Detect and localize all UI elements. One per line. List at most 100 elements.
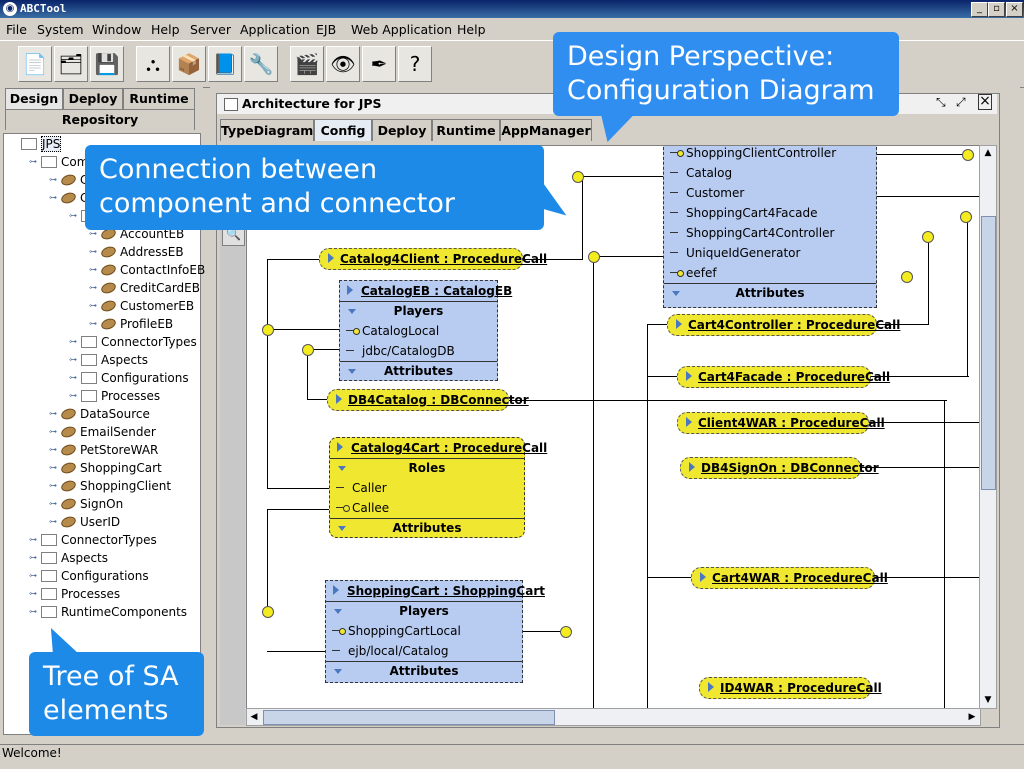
expand-toggle-icon[interactable]: ⊶ — [89, 301, 97, 310]
junction-dot[interactable] — [588, 251, 600, 263]
role-caller[interactable]: Caller — [330, 478, 524, 498]
port-cataloglocal[interactable]: CatalogLocal — [340, 321, 497, 341]
open-project-icon[interactable]: 🗂 — [54, 46, 88, 82]
junction-dot[interactable] — [922, 231, 934, 243]
clapper-icon[interactable]: 🎬 — [290, 46, 324, 82]
tools-icon[interactable]: 🔧 — [244, 46, 278, 82]
connector-cart4war[interactable]: Cart4WAR : ProcedureCall — [691, 567, 888, 589]
section-attributes[interactable]: Attributes — [326, 662, 522, 681]
component-port[interactable]: ShoppingClientController — [664, 146, 876, 163]
junction-dot[interactable] — [962, 149, 974, 161]
tree-item[interactable]: AccountEB — [99, 226, 184, 242]
expand-toggle-icon[interactable]: ⊶ — [89, 247, 97, 256]
tree-item[interactable]: ConnectorTypes — [41, 532, 157, 548]
section-players[interactable]: Players — [340, 302, 497, 321]
section-players[interactable]: Players — [326, 602, 522, 621]
scroll-up-icon[interactable]: ▲ — [984, 148, 992, 158]
restore-icon[interactable]: ⤡ — [936, 95, 946, 109]
component-port[interactable]: Catalog — [664, 163, 876, 183]
port-jdbc-catalogdb[interactable]: jdbc/CatalogDB — [340, 341, 497, 361]
connector-db4catalog[interactable]: DB4Catalog : DBConnector — [327, 389, 529, 411]
expand-toggle-icon[interactable]: ⊶ — [49, 445, 57, 454]
tree-item[interactable]: JPS — [21, 136, 62, 152]
expand-toggle-icon[interactable]: ⊶ — [29, 553, 37, 562]
junction-dot[interactable] — [960, 211, 972, 223]
role-callee[interactable]: Callee — [330, 498, 524, 518]
sa-element-tree[interactable] — [3, 133, 201, 735]
tree-item[interactable]: DataSource — [59, 406, 150, 422]
expand-toggle-icon[interactable]: ⊶ — [69, 391, 77, 400]
tree-item[interactable]: SignOn — [59, 496, 123, 512]
connector-cart4facade[interactable]: Cart4Facade : ProcedureCall — [677, 366, 890, 388]
expand-toggle-icon[interactable]: ⊶ — [29, 535, 37, 544]
expand-toggle-icon[interactable]: ⊶ — [69, 337, 77, 346]
menu-system[interactable]: System — [37, 22, 84, 37]
expand-toggle-icon[interactable]: ⊶ — [89, 229, 97, 238]
connector-catalog4cart[interactable]: Catalog4Cart : ProcedureCall Roles Calle… — [329, 437, 547, 538]
tree-item[interactable]: Processes — [41, 586, 120, 602]
junction-dot[interactable] — [901, 271, 913, 283]
section-attributes[interactable]: Attributes — [330, 519, 524, 538]
connector-id4war[interactable]: ID4WAR : ProcedureCall — [699, 677, 882, 699]
connector-cart4controller[interactable]: Cart4Controller : ProcedureCall — [667, 314, 900, 336]
deploy-icon[interactable]: 📘 — [208, 46, 242, 82]
junction-dot[interactable] — [262, 324, 274, 336]
tab-typediagram[interactable]: TypeDiagram — [220, 119, 314, 141]
scroll-left-icon[interactable]: ◀ — [250, 712, 258, 722]
menu-web-application[interactable]: Web Application — [351, 22, 453, 37]
expand-toggle-icon[interactable]: ⊶ — [49, 409, 57, 418]
tab-deploy-config[interactable]: Deploy — [372, 119, 432, 141]
close-icon[interactable]: × — [978, 93, 992, 110]
tree-item[interactable]: Configurations — [41, 568, 149, 584]
tree-item[interactable]: ConnectorTypes — [81, 334, 197, 350]
tab-appmanager[interactable]: AppManager — [500, 119, 592, 141]
expand-toggle-icon[interactable]: ⊶ — [89, 319, 97, 328]
menu-window[interactable]: Window — [92, 22, 142, 37]
menu-server[interactable]: Server — [190, 22, 231, 37]
maximize-icon[interactable]: ⤢ — [956, 95, 966, 109]
tree-item[interactable]: AddressEB — [99, 244, 184, 260]
connector-client4war[interactable]: Client4WAR : ProcedureCall — [677, 412, 885, 434]
tree-item[interactable]: Aspects — [81, 352, 148, 368]
expand-toggle-icon[interactable]: ⊶ — [49, 427, 57, 436]
hierarchy-icon[interactable]: ⛬ — [136, 46, 170, 82]
junction-dot[interactable] — [262, 606, 274, 618]
tree-item[interactable]: Configurations — [81, 370, 189, 386]
tab-runtime[interactable]: Runtime — [123, 88, 195, 109]
tree-item[interactable]: ShoppingCart — [59, 460, 162, 476]
expand-toggle-icon[interactable]: ⊶ — [49, 499, 57, 508]
component-port[interactable]: ShoppingCart4Facade — [664, 203, 876, 223]
menu-help[interactable]: Help — [151, 22, 180, 37]
tree-item[interactable]: RuntimeComponents — [41, 604, 187, 620]
component-port[interactable]: Customer — [664, 183, 876, 203]
tree-item[interactable]: UserID — [59, 514, 120, 530]
menu-help-2[interactable]: Help — [457, 22, 486, 37]
expand-toggle-icon[interactable]: ⊶ — [29, 571, 37, 580]
scroll-right-icon[interactable]: ▶ — [968, 712, 976, 722]
component-port[interactable]: UniqueIdGenerator — [664, 243, 876, 263]
section-attributes[interactable]: Attributes — [340, 362, 497, 381]
menu-ejb[interactable]: EJB — [316, 22, 337, 37]
component-port[interactable]: ShoppingCart4Controller — [664, 223, 876, 243]
tree-item[interactable]: Aspects — [41, 550, 108, 566]
view-icon[interactable]: 👁 — [326, 46, 360, 82]
help-icon[interactable]: ? — [398, 46, 432, 82]
maximize-button[interactable]: ▫ — [988, 2, 1005, 17]
tree-item[interactable]: PetStoreWAR — [59, 442, 158, 458]
expand-toggle-icon[interactable]: ⊶ — [29, 157, 37, 166]
horizontal-scroll-thumb[interactable] — [263, 710, 555, 725]
expand-toggle-icon[interactable]: ⊶ — [29, 607, 37, 616]
save-icon[interactable]: 💾 — [90, 46, 124, 82]
expand-toggle-icon[interactable]: ⊶ — [69, 211, 77, 220]
close-button[interactable]: × — [1006, 2, 1023, 17]
tree-item[interactable]: ShoppingClient — [59, 478, 171, 494]
expand-toggle-icon[interactable]: ⊶ — [69, 355, 77, 364]
horizontal-scrollbar[interactable]: ◀ ▶ — [246, 708, 981, 726]
expand-toggle-icon[interactable]: ⊶ — [89, 265, 97, 274]
junction-dot[interactable] — [572, 171, 584, 183]
connector-db4signon[interactable]: DB4SignOn : DBConnector — [680, 457, 879, 479]
expand-toggle-icon[interactable]: ⊶ — [49, 517, 57, 526]
tree-item[interactable]: ContactInfoEB — [99, 262, 205, 278]
